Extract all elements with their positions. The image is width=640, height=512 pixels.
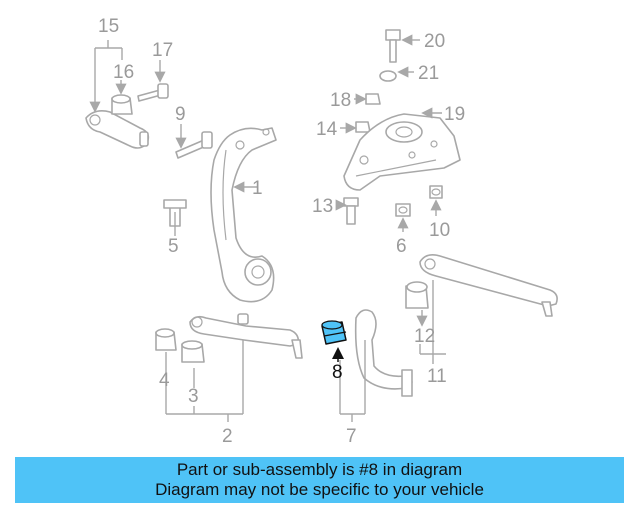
part-6-nut xyxy=(395,203,411,217)
caption-line-1: Part or sub-assembly is #8 in diagram xyxy=(176,460,463,479)
callout-2: 2 xyxy=(222,426,233,447)
callout-19: 19 xyxy=(444,104,465,125)
callout-7: 7 xyxy=(346,426,357,447)
callout-16: 16 xyxy=(113,62,134,83)
callout-11: 11 xyxy=(427,366,447,387)
part-9-bolt xyxy=(175,131,213,159)
part-16-bushing xyxy=(111,94,133,115)
part-18-nut xyxy=(365,93,381,105)
callout-15: 15 xyxy=(98,16,119,37)
callout-4: 4 xyxy=(159,370,170,391)
callout-8: 8 xyxy=(332,362,343,383)
caption-banner: Part or sub-assembly is #8 in diagram Di… xyxy=(15,457,624,503)
callout-21: 21 xyxy=(418,63,439,84)
callout-12: 12 xyxy=(414,326,435,347)
caption-line-2: Diagram may not be specific to your vehi… xyxy=(155,480,484,499)
callout-6: 6 xyxy=(396,236,407,257)
part-21-washer xyxy=(379,70,397,82)
part-14-nut xyxy=(355,121,371,133)
part-10-nut xyxy=(429,185,443,199)
part-4-bushing xyxy=(155,328,177,351)
part-19-mount-bracket xyxy=(343,113,461,191)
part-1-steering-knuckle xyxy=(210,127,277,303)
part-20-bolt xyxy=(385,29,401,63)
part-3-bushing xyxy=(181,340,205,363)
callout-20: 20 xyxy=(424,31,445,52)
callout-1: 1 xyxy=(252,178,263,199)
part-2-lower-control-arm xyxy=(189,313,303,359)
part-12-bushing xyxy=(405,281,429,309)
callout-18: 18 xyxy=(330,90,351,111)
part-7-control-arm xyxy=(354,309,413,397)
part-13-bolt xyxy=(343,197,359,225)
part-5-bolt xyxy=(163,199,187,227)
callout-17: 17 xyxy=(152,40,173,61)
part-8-bushing-highlighted xyxy=(321,320,347,345)
part-17-bolt xyxy=(137,83,169,102)
callout-13: 13 xyxy=(312,196,333,217)
part-15-upper-arm xyxy=(85,110,150,149)
parts-diagram: 15 16 17 9 1 5 4 xyxy=(85,16,558,447)
callout-5: 5 xyxy=(168,236,179,257)
callout-10: 10 xyxy=(429,220,450,241)
callout-3: 3 xyxy=(188,386,199,407)
part-11-control-arm xyxy=(419,254,558,317)
callout-9: 9 xyxy=(175,104,186,125)
callout-14: 14 xyxy=(316,119,338,140)
